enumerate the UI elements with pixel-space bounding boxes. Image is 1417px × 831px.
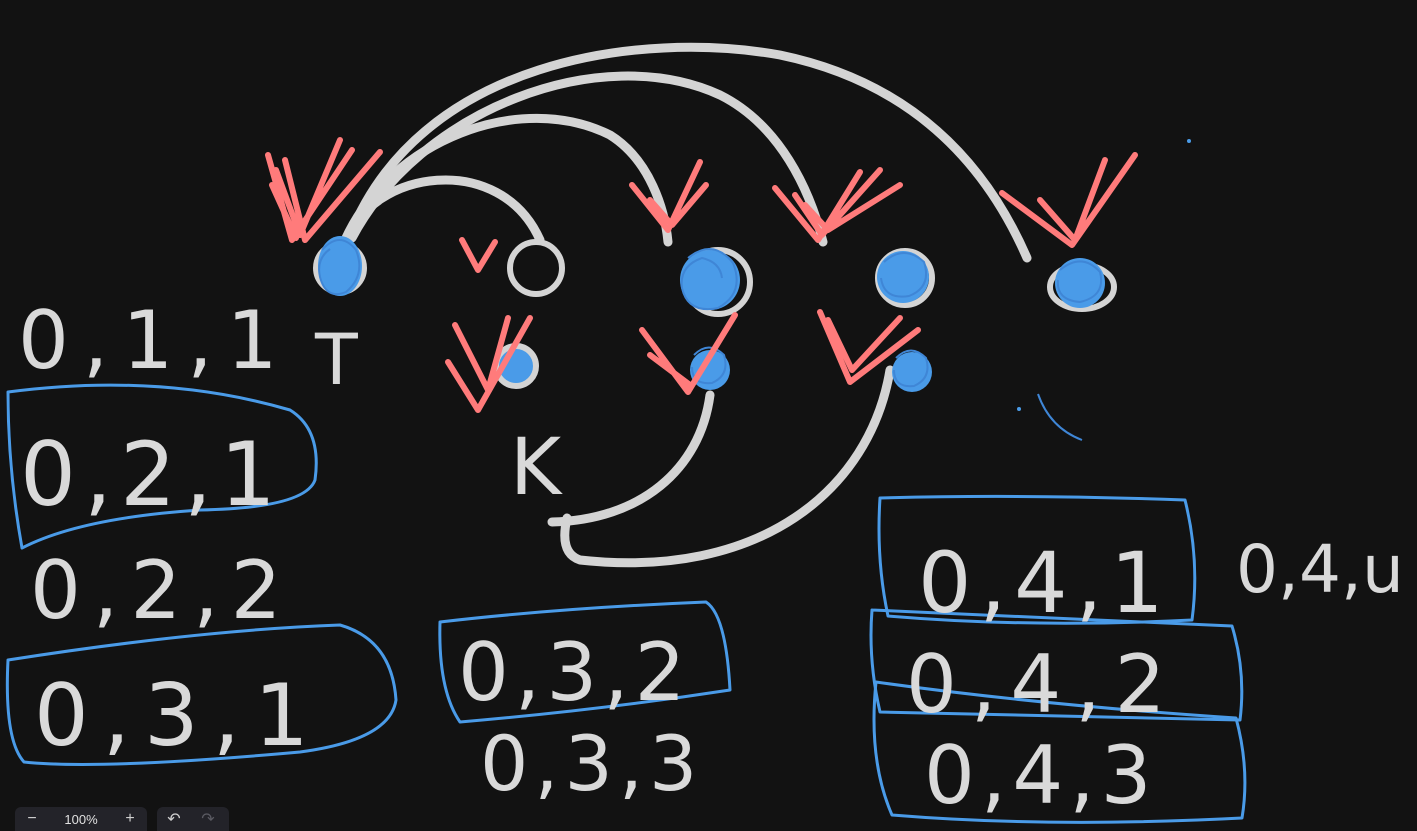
box-032 xyxy=(438,600,732,724)
check-node-7 xyxy=(999,152,1138,248)
zoom-out-button[interactable]: − xyxy=(15,807,49,831)
history-controls: ↶ ↷ xyxy=(157,807,229,831)
arc-node4-to-k xyxy=(547,390,715,527)
check-node-4 xyxy=(639,312,738,395)
node-3-scribble xyxy=(680,248,738,310)
arc-node1-to-node5 xyxy=(347,71,828,247)
undo-icon: ↶ xyxy=(167,811,181,828)
box-021 xyxy=(6,383,318,550)
stray-stroke xyxy=(1037,393,1083,441)
zoom-in-button[interactable]: + xyxy=(113,807,147,831)
check-node-6 xyxy=(817,309,921,385)
label-row-022: 0,2,2 xyxy=(30,544,294,637)
label-row-042: 0,4,2 xyxy=(906,638,1180,731)
label-row-021: 0,2,1 xyxy=(20,423,284,526)
box-031 xyxy=(5,623,398,766)
check-node-2 xyxy=(459,237,498,273)
highlight-boxes xyxy=(5,383,1247,824)
stray-marks xyxy=(1017,139,1191,441)
zoom-controls: − 100% + xyxy=(15,807,147,831)
node-7-highlight xyxy=(1055,258,1105,308)
tree-nodes xyxy=(313,236,1117,392)
label-row-033: 0,3,3 xyxy=(480,719,703,808)
label-K: K xyxy=(510,423,563,513)
node-3-highlight xyxy=(680,250,740,310)
label-row-011: 0,1,1 xyxy=(18,294,292,387)
node-7-scribble xyxy=(1056,260,1102,304)
connection-arcs xyxy=(340,42,1032,568)
node-5-scribble xyxy=(880,252,928,298)
node-6-scribble xyxy=(893,349,929,388)
stray-dot-2 xyxy=(1017,407,1021,411)
node-2[interactable] xyxy=(507,239,565,297)
label-T: T xyxy=(314,319,358,401)
label-row-04u: 0,4,u xyxy=(1236,531,1404,608)
undo-button[interactable]: ↶ xyxy=(157,807,191,831)
red-check-marks xyxy=(265,137,1138,413)
arc-node1-to-node2 xyxy=(342,175,545,247)
check-node-5 xyxy=(772,167,903,243)
redo-button[interactable]: ↷ xyxy=(191,807,225,831)
zoom-level-display[interactable]: 100% xyxy=(64,811,98,827)
box-042 xyxy=(869,608,1244,722)
check-node-1 xyxy=(265,137,383,243)
check-node-2b xyxy=(445,315,533,413)
box-041 xyxy=(877,494,1197,625)
node-4-highlight xyxy=(690,350,730,390)
minus-icon: − xyxy=(27,810,37,827)
arc-node6-to-k xyxy=(560,365,895,568)
stray-dot-1 xyxy=(1187,139,1191,143)
arc-node1-to-node3 xyxy=(340,113,673,247)
label-row-031: 0,3,1 xyxy=(34,666,323,766)
label-row-043: 0,4,3 xyxy=(924,729,1158,822)
label-row-041: 0,4,1 xyxy=(918,534,1172,632)
label-row-032: 0,3,2 xyxy=(458,626,692,719)
box-043 xyxy=(872,680,1247,824)
node-1-scribble xyxy=(318,239,361,296)
redo-icon: ↷ xyxy=(201,811,215,828)
plus-icon: + xyxy=(125,810,135,827)
node-5-highlight xyxy=(877,251,929,303)
handwritten-labels: 0,1,1 T 0,2,1 0,2,2 0,3,1 K 0,3,2 0,3,3 … xyxy=(18,294,1404,822)
check-node-3 xyxy=(629,159,709,233)
arc-node1-to-node7 xyxy=(345,42,1032,263)
